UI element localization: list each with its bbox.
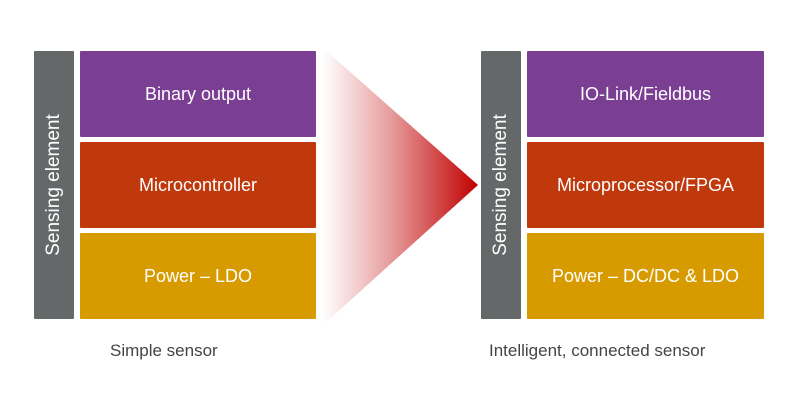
left-microcontroller-block: Microcontroller: [80, 142, 316, 228]
left-binary-output-block: Binary output: [80, 51, 316, 137]
right-io-link-fieldbus-block: IO-Link/Fieldbus: [527, 51, 764, 137]
left-sensing-element-label: Sensing element: [43, 114, 64, 256]
left-sensing-element-bar: Sensing element: [34, 51, 74, 319]
right-microprocessor-fpga-block: Microprocessor/FPGA: [527, 142, 764, 228]
right-sensing-element-bar: Sensing element: [481, 51, 521, 319]
right-sensing-element-label: Sensing element: [490, 114, 511, 256]
simple-sensor-caption: Simple sensor: [110, 341, 218, 360]
intelligent-sensor-caption: Intelligent, connected sensor: [489, 341, 706, 360]
transition-arrow-icon: [323, 48, 478, 325]
left-power-block: Power – LDO: [80, 233, 316, 319]
arrow-triangle: [323, 48, 478, 325]
right-power-block: Power – DC/DC & LDO: [527, 233, 764, 319]
